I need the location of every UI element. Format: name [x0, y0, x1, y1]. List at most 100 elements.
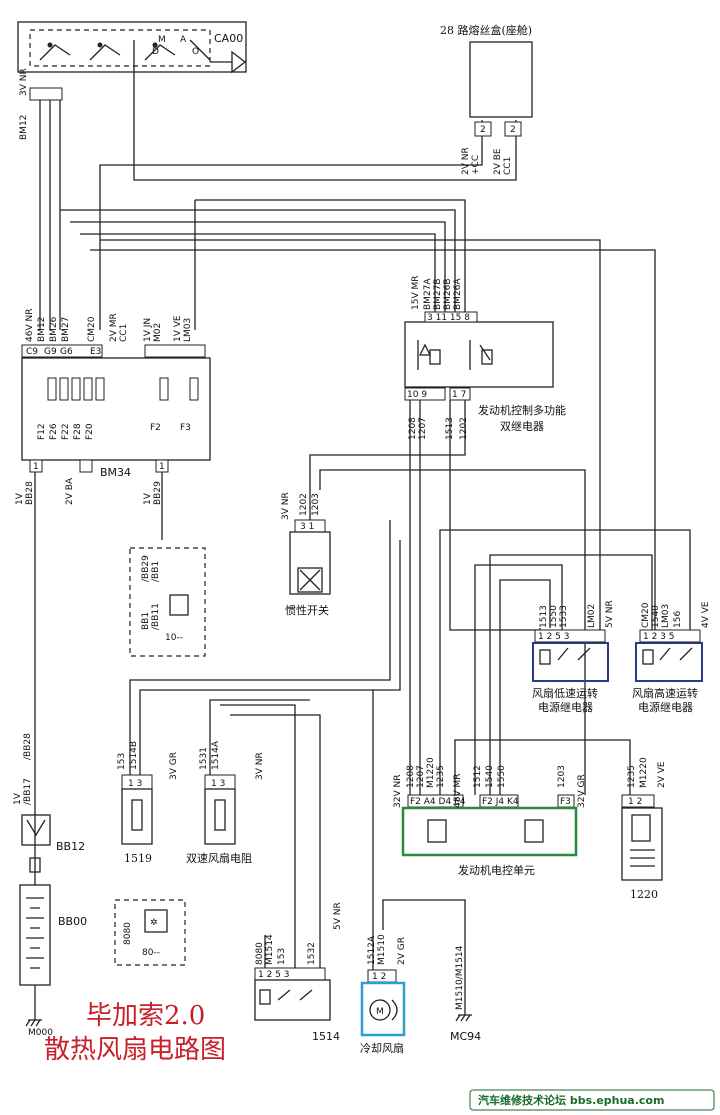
flr-w4: LM02: [587, 604, 597, 628]
er-bw1: 1208: [408, 417, 418, 440]
flr-w2: 1550: [549, 605, 559, 628]
fuse-box-w1-sig: +CC: [471, 155, 481, 175]
title-line1: 毕加索2.0: [86, 1001, 205, 1031]
bm34-top-lm03: LM03: [183, 318, 193, 342]
fhr-label1: 风扇高速运转: [632, 686, 698, 700]
bm34-fusebox: C9 G9 G6 E3 F12 F26 F22 F28 F20 F2 F3 46…: [15, 309, 211, 505]
cooling-fan: 1 2 M 1512A M1510 2V GR 冷却风扇: [360, 934, 407, 1055]
ecu-left-color: 32V NR: [393, 775, 403, 808]
bm34-top-cc1: CC1: [119, 324, 129, 342]
s1220-color: 2V VE: [657, 761, 667, 788]
ac-8080: ✲ 8080 80--: [114, 899, 186, 966]
ignition-pos-d: D: [152, 47, 159, 57]
fuse-f2: F2: [150, 423, 161, 433]
r1519-w2: 1514B: [129, 741, 139, 770]
bat-bb28: /BB28: [23, 733, 33, 760]
bm34-bl-color: 1V: [15, 492, 25, 505]
er-label2: 双继电器: [500, 420, 544, 433]
ac-icon: ✲: [150, 918, 158, 928]
bm34-top-w1: BM12: [37, 317, 47, 342]
ecu-w5: 1512: [473, 765, 483, 788]
fhr-color: 4V VE: [701, 601, 711, 628]
dsr-label: 双速风扇电阻: [186, 851, 252, 865]
er-pins-bot: 10 9: [407, 390, 427, 400]
fan-high-relay: 1 2 3 5 CM20 1540 LM03 156 4V VE 风扇高速运转 …: [632, 601, 711, 714]
fuse-box-pin2: 2: [510, 125, 516, 135]
ecu-w4: 1235: [436, 765, 446, 788]
ecu-w6: 1540: [485, 765, 495, 788]
r1514-w2: M1514: [265, 934, 275, 965]
r1514-w4: 1532: [307, 942, 317, 965]
ecu-pins-2: F2 J4 K4: [482, 797, 519, 807]
bm34-pin-g6: G6: [60, 347, 73, 357]
is-w2: 1203: [311, 493, 321, 516]
r1514-w1: 8080: [255, 942, 265, 965]
r1514-color: 5V NR: [333, 902, 343, 930]
flr-label2: 电源继电器: [538, 700, 593, 714]
fhr-w3: LM03: [661, 604, 671, 628]
bm34-code: BM34: [100, 466, 131, 479]
fan-low-relay: 1 2 5 3 1513 1550 1533 LM02 5V NR 风扇低速运转…: [532, 600, 615, 714]
fuse-box-w2-color: 2V BE: [493, 148, 503, 175]
bm34-pin-left: 1: [33, 462, 39, 472]
fuse-f12: F12: [37, 423, 47, 440]
r1514-w3: 153: [277, 948, 287, 965]
battery-chain: 1V /BB17 /BB28 BB12 BB00 M000: [13, 733, 87, 1038]
er-pins-bot2: 1 7: [452, 390, 466, 400]
r1519-pins: 1 3: [128, 779, 142, 789]
fhr-w4: 156: [673, 611, 683, 628]
bm34-top-w2: BM26: [49, 316, 59, 342]
cf-motor: M: [376, 1007, 384, 1017]
is-pins: 3 1: [300, 522, 314, 532]
bm34-fuses: [47, 377, 199, 401]
ignition-wire-code: BM12: [19, 115, 29, 140]
cf-w2: M1510: [377, 934, 387, 965]
ecu-label: 发动机电控单元: [458, 863, 535, 877]
bm34-br-color: 1V: [143, 492, 153, 505]
bm34-pin-right: 1: [159, 462, 165, 472]
bm34-pin-c9: C9: [26, 347, 38, 357]
ac-code: 80--: [142, 948, 160, 958]
fuse-f22: F22: [61, 423, 71, 440]
fhr-pins: 1 2 3 5: [643, 632, 675, 642]
bb-code: 10--: [165, 633, 183, 643]
flr-pins: 1 2 5 3: [538, 632, 570, 642]
s1220-code: 1220: [630, 888, 658, 901]
flr-w3: 1533: [559, 605, 569, 628]
r1514-pins: 1 2 5 3: [258, 970, 290, 980]
ignition-pos-m: M: [158, 35, 166, 45]
dsr-w1: 1531: [199, 747, 209, 770]
ecu-w2: 1207: [416, 765, 426, 788]
bb-wire-4: /BB1: [151, 561, 161, 582]
bat-ground: M000: [28, 1028, 53, 1038]
r1514-code: 1514: [312, 1030, 340, 1043]
flr-label1: 风扇低速运转: [532, 686, 598, 700]
bm34-bm-color: 2V BA: [65, 477, 75, 505]
cf-w1: 1512A: [367, 935, 377, 965]
bb-connector: BB1 /BB11 /BB29 /BB1 10--: [129, 547, 206, 657]
bm34-pin-e3: E3: [90, 347, 101, 357]
bat-bb00: BB00: [58, 915, 87, 928]
r1519: 1 3 153 1514B 3V GR 1519: [117, 741, 179, 865]
dual-speed-resistor: 1 3 1531 1514A 3V NR 双速风扇电阻: [186, 740, 265, 865]
ecu-mid-color: 48V MR: [453, 774, 463, 809]
fhr-w1: CM20: [641, 602, 651, 628]
er-pins-top: 3 11 15 8: [427, 313, 470, 323]
er-bw4: 1202: [459, 417, 469, 440]
r1519-code: 1519: [124, 852, 152, 865]
ignition-switch: CA00 M A D O 3V NR BM12: [17, 21, 247, 140]
bb-wire-2: /BB11: [151, 603, 161, 630]
er-w4: BM26A: [453, 278, 463, 310]
ecu-pins-3: F3: [560, 797, 571, 807]
r1519-w1: 153: [117, 753, 127, 770]
watermark: 汽车维修技术论坛 bbs.ephua.com: [478, 1093, 664, 1107]
title-line2: 散热风扇电路图: [44, 1035, 226, 1065]
bm34-top-m02: M02: [153, 323, 163, 342]
ignition-wire-color: 3V NR: [19, 68, 29, 96]
relay-1514: 1 2 5 3 8080 M1514 153 1532 5V NR 1514: [254, 902, 343, 1043]
is-label: 惯性开关: [285, 603, 329, 617]
bat-color: 1V: [13, 792, 23, 805]
ecu-w7: 1550: [497, 765, 507, 788]
cf-label: 冷却风扇: [360, 1041, 404, 1055]
